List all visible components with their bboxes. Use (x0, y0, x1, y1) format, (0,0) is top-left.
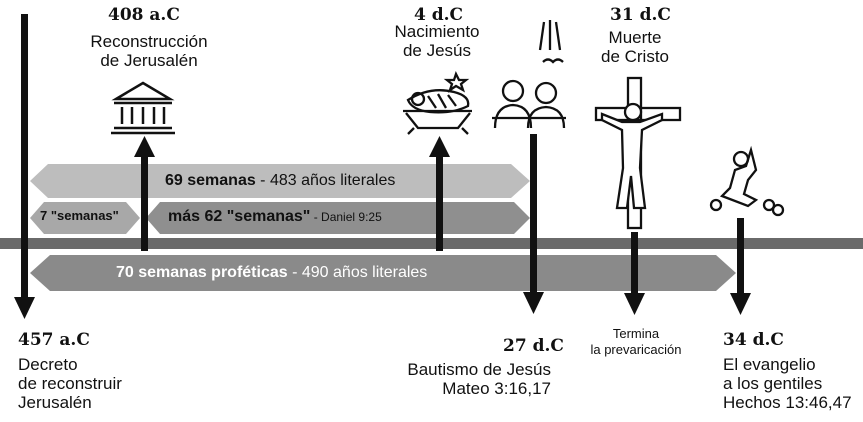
timeline-bar (0, 238, 863, 249)
band-70-semanas (30, 255, 736, 291)
band-62-semanas (146, 202, 530, 234)
transgression-line-2: la prevaricación (590, 342, 682, 357)
gentiles-line-3: Hechos 13:46,47 (723, 393, 852, 412)
birth-year: 4 d.C (414, 5, 464, 25)
gentiles-label: El evangelio a los gentiles Hechos 13:46… (723, 355, 852, 412)
decree-arrow (14, 14, 35, 319)
transgression-label: Termina la prevaricación (570, 326, 702, 358)
band-70-subtitle: - 490 años literales (287, 264, 428, 281)
death-arrow (624, 232, 645, 315)
temple-icon (111, 81, 175, 135)
death-year: 31 d.C (610, 5, 671, 25)
band-62-title: más 62 "semanas" (168, 208, 311, 225)
baptism-line-1: Bautismo de Jesús (407, 360, 551, 379)
band-70-title: 70 semanas proféticas (116, 264, 288, 281)
transgression-line-1: Termina (612, 326, 660, 341)
band-69-semanas (30, 164, 530, 198)
gentiles-year: 34 d.C (723, 330, 784, 350)
birth-arrow (429, 136, 450, 251)
baptism-year: 27 d.C (503, 336, 564, 356)
death-line-1: Muerte (608, 28, 662, 47)
birth-label: Nacimiento de Jesús (372, 22, 502, 60)
decree-year: 457 a.C (18, 330, 90, 350)
band-62-subtitle: - Daniel 9:25 (310, 210, 382, 224)
rebuild-label: Reconstrucción de Jerusalén (74, 32, 224, 70)
band-62-label: más 62 "semanas" - Daniel 9:25 (168, 208, 382, 226)
band-7-semanas (30, 202, 140, 234)
gentiles-line-2: a los gentiles (723, 374, 823, 393)
praying-person-icon (709, 145, 785, 217)
birth-line-2: de Jesús (402, 41, 472, 60)
rebuild-arrow (134, 136, 155, 251)
band-69-title: 69 semanas (165, 172, 256, 189)
band-69-label: 69 semanas - 483 años literales (165, 172, 395, 190)
gentiles-line-1: El evangelio (723, 355, 816, 374)
manger-icon (403, 71, 472, 135)
baptism-icon (492, 20, 566, 129)
rebuild-line-1: Reconstrucción (90, 32, 208, 51)
decree-line-3: Jerusalén (18, 393, 92, 412)
band-7-title: 7 "semanas" (40, 208, 119, 223)
death-label: Muerte de Cristo (580, 28, 690, 66)
band-7-label: 7 "semanas" (40, 208, 119, 223)
birth-line-1: Nacimiento (394, 22, 480, 41)
baptism-arrow (523, 134, 544, 314)
decree-label: Decreto de reconstruir Jerusalén (18, 355, 122, 412)
rebuild-line-2: de Jerusalén (100, 51, 198, 70)
gentiles-arrow (730, 218, 751, 315)
decree-line-1: Decreto (18, 355, 78, 374)
rebuild-year: 408 a.C (108, 5, 180, 25)
decree-line-2: de reconstruir (18, 374, 122, 393)
baptism-line-2: Mateo 3:16,17 (442, 379, 551, 398)
band-69-subtitle: - 483 años literales (255, 172, 396, 189)
crucifixion-icon (594, 76, 682, 230)
band-70-label: 70 semanas proféticas - 490 años literal… (116, 264, 427, 282)
death-line-2: de Cristo (600, 47, 670, 66)
baptism-label: Bautismo de Jesús Mateo 3:16,17 (380, 360, 551, 398)
